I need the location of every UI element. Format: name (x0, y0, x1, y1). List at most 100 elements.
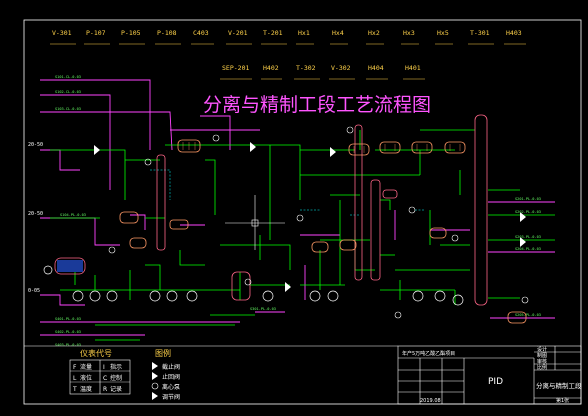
svg-text:S204-PL-0-03: S204-PL-0-03 (515, 247, 541, 251)
tag-V-201: V-201 (228, 29, 248, 37)
instrument-bubble-icon (108, 246, 116, 254)
svg-text:截止阀: 截止阀 (162, 363, 180, 371)
svg-text:液位: 液位 (80, 374, 92, 382)
title-block (397, 345, 582, 405)
tag-H402: H402 (263, 64, 279, 72)
instrument-legend-title: 仪表代号 (80, 348, 112, 358)
svg-text:S401-PL-0-03: S401-PL-0-03 (55, 317, 81, 321)
valves (94, 142, 526, 292)
vessel-icon (54, 257, 86, 275)
drawing-frame (23, 19, 582, 405)
valve-icon (285, 282, 291, 292)
heat-exchanger-icon (348, 143, 370, 156)
column-icon (354, 124, 363, 281)
column-icon (474, 114, 488, 306)
legend: 仪表代号 F 流量 I 指示 L 液位 C 控制 T 温度 R 记录 图例 截止… (24, 345, 398, 401)
svg-text:比例: 比例 (537, 364, 547, 371)
pump-icon (452, 294, 464, 306)
valve-icon (520, 212, 526, 222)
svg-text:审核: 审核 (537, 358, 547, 365)
svg-text:止回阀: 止回阀 (162, 373, 180, 381)
pump-icon (43, 265, 53, 275)
svg-text:R: R (103, 386, 107, 393)
svg-text:S205-PL-0-03: S205-PL-0-03 (515, 313, 541, 317)
instrument-bubble-icon (451, 234, 459, 242)
tag-V-302: V-302 (331, 64, 351, 72)
instrument-bubble-icon (408, 206, 416, 214)
heat-exchangers (119, 139, 527, 324)
svg-text:制图: 制图 (537, 352, 547, 359)
heat-exchanger-icon (444, 141, 466, 154)
exchanger-tube-marks (182, 142, 461, 153)
vessel-fill (57, 260, 83, 272)
drawing-title: 分离与精制工段工艺流程图 (203, 94, 431, 116)
instrument-bubble-icon (144, 158, 152, 166)
svg-text:S201-PL-0-03: S201-PL-0-03 (515, 197, 541, 201)
svg-text:C: C (103, 375, 107, 382)
instrument-bubble-icon (346, 126, 354, 134)
valve-icon (94, 145, 100, 155)
heat-exchanger-icon (311, 241, 329, 253)
pump-icon (327, 290, 339, 302)
tag-C403: C403 (193, 29, 209, 37)
drawing-date: 2019.08 (420, 398, 441, 404)
sheet-number: 第1张 (556, 397, 569, 404)
side-label-left-mid: 20-50 (28, 211, 43, 217)
drawing-name: 分离与精制工段 (536, 381, 582, 390)
svg-text:S102-CL-0-03: S102-CL-0-03 (55, 90, 81, 94)
heat-exchanger-icon (129, 237, 147, 249)
svg-text:L: L (73, 375, 77, 382)
instrument-bubble-icon (212, 134, 220, 142)
pump-icon (149, 290, 161, 302)
svg-text:S402-PL-0-03: S402-PL-0-03 (55, 330, 81, 334)
svg-text:调节阀: 调节阀 (162, 393, 180, 401)
pump-icon (106, 290, 118, 302)
valve-icon (520, 237, 526, 247)
heat-exchanger-icon (507, 311, 527, 324)
tag-Hx5: Hx5 (437, 29, 449, 37)
instrument-bubble-icon (296, 214, 304, 222)
heat-exchanger-icon (177, 139, 201, 153)
tag-T-301: T-301 (470, 29, 490, 37)
vessel-icon (382, 189, 398, 199)
column-icon (156, 154, 166, 251)
tag-Hx4: Hx4 (332, 29, 344, 37)
heat-exchanger-icon (411, 141, 433, 154)
svg-text:S101-CL-0-03: S101-CL-0-03 (55, 75, 81, 79)
symbol-legend-title: 图例 (155, 348, 171, 358)
equipment-tags-row1: V-301 P-107 P-105 P-108 C403 V-201 T-201… (52, 29, 522, 37)
instrument-bubbles (108, 126, 529, 319)
heat-exchanger-icon (169, 219, 189, 230)
tag-Hx3: Hx3 (403, 29, 415, 37)
svg-text:T: T (72, 386, 77, 393)
equipment-tags-row2: SEP-201 H402 T-302 V-302 H404 H401 (222, 64, 421, 72)
pump-icon (412, 290, 424, 302)
tag-P-105: P-105 (121, 29, 141, 37)
tag-T-201: T-201 (263, 29, 283, 37)
signal-lines (150, 169, 425, 216)
valve-icon (330, 147, 336, 157)
svg-text:控制: 控制 (110, 374, 122, 382)
vessels (54, 114, 488, 306)
svg-text:离心泵: 离心泵 (162, 383, 180, 391)
pump-icon (262, 290, 274, 302)
instrument-bubble-icon (244, 278, 252, 286)
svg-text:设计: 设计 (537, 346, 547, 353)
pump-icon (186, 290, 198, 302)
crosshair-cursor-icon (225, 195, 285, 250)
heat-exchanger-icon (379, 141, 401, 154)
svg-text:S104-PL-0-03: S104-PL-0-03 (60, 213, 86, 217)
instrument-bubble-icon (521, 296, 529, 304)
side-label-left-bottom: 0-05 (28, 288, 40, 294)
tag-SEP-201: SEP-201 (222, 64, 249, 72)
svg-text:指示: 指示 (110, 363, 122, 371)
svg-text:F: F (73, 364, 77, 371)
heat-exchanger-icon (429, 227, 447, 239)
svg-text:S403-PL-0-03: S403-PL-0-03 (55, 343, 81, 347)
valve-icon (250, 142, 256, 152)
heat-exchanger-icon (339, 239, 357, 251)
utility-lines (40, 79, 555, 336)
column-icon (370, 179, 381, 281)
